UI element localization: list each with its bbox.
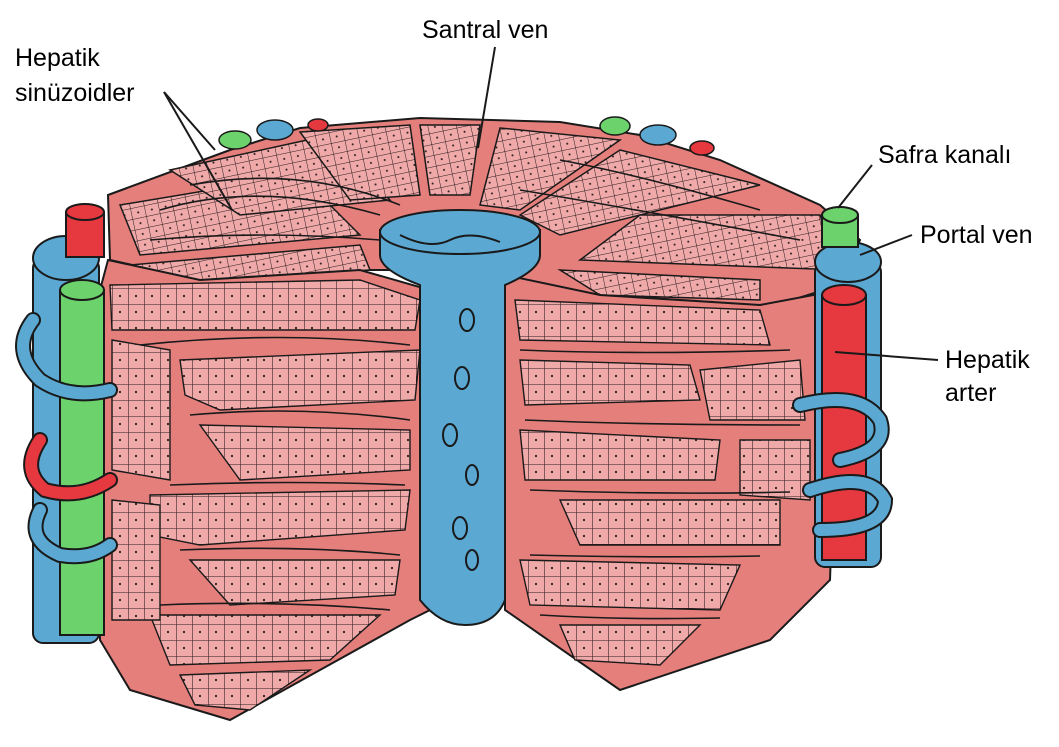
lobule-left-face: [100, 260, 430, 720]
label-hepatic-artery-line1: Hepatik: [945, 345, 1030, 375]
label-sinusoids-line2: sinüzoidler: [15, 78, 135, 108]
left-bile-duct: [60, 290, 104, 635]
label-bile-duct: Safra kanalı: [878, 140, 1011, 170]
label-sinusoids-line1: Hepatik: [15, 43, 100, 73]
label-hepatic-artery-line2: arter: [945, 378, 996, 408]
label-portal-vein: Portal ven: [920, 220, 1033, 250]
lobule-right-face: [505, 275, 840, 690]
label-central-vein: Santral ven: [422, 15, 548, 45]
left-portal-triad: [23, 204, 110, 643]
